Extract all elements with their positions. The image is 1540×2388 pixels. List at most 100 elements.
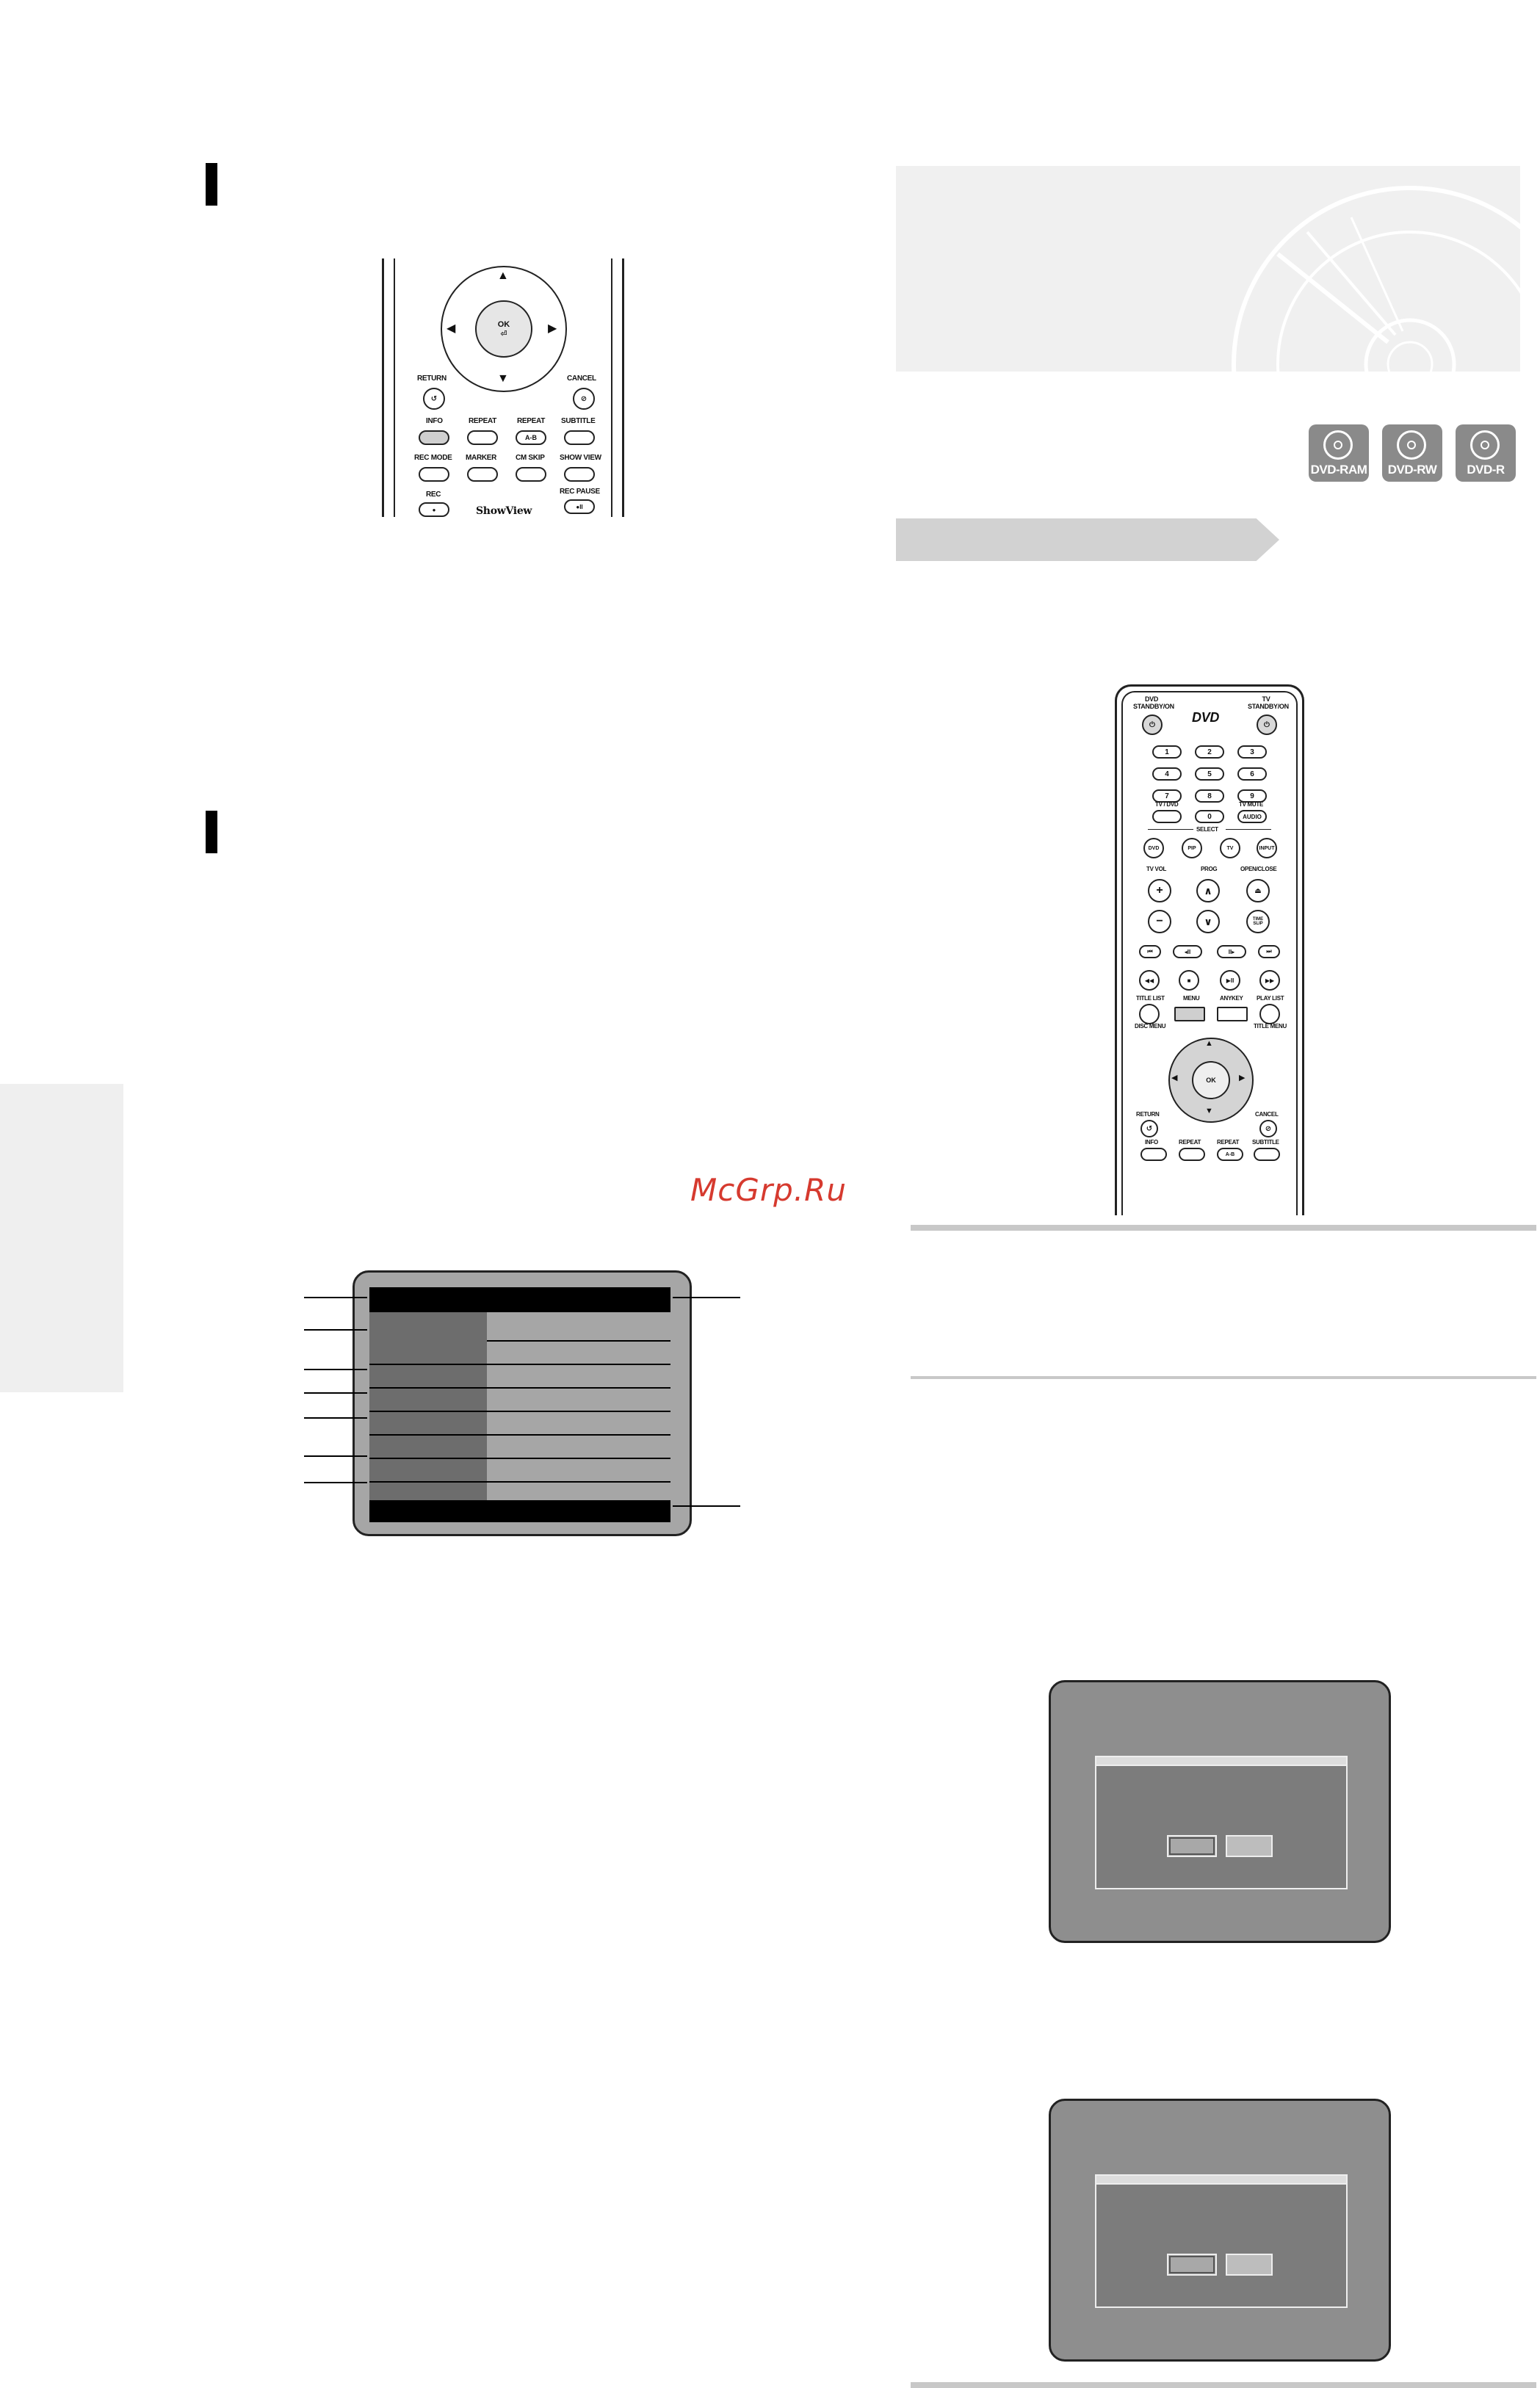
show-view-button[interactable]: [564, 467, 595, 482]
tv-screen-2: [1049, 2099, 1391, 2362]
audio-button[interactable]: AUDIO: [1237, 810, 1267, 823]
select-pip-button[interactable]: PIP: [1182, 838, 1202, 858]
digit-label: 5: [1207, 770, 1212, 778]
subtitle-button[interactable]: [564, 430, 595, 445]
tv-power-button[interactable]: ⏻: [1257, 714, 1277, 735]
return-button[interactable]: ↺: [423, 388, 445, 410]
digit-9-button[interactable]: 9: [1237, 789, 1267, 803]
callout-line: [304, 1369, 367, 1370]
rec-mode-button[interactable]: [419, 467, 449, 482]
rec-label: REC: [426, 491, 441, 499]
down-arrow-icon[interactable]: ▼: [1205, 1107, 1213, 1115]
disc-icon: [1323, 430, 1353, 460]
digit-label: 3: [1250, 748, 1254, 756]
cm-skip-button[interactable]: [516, 467, 546, 482]
step-back-button[interactable]: ◂II: [1173, 945, 1202, 958]
right-arrow-icon[interactable]: ▶: [1239, 1074, 1246, 1082]
repeat-ab-button[interactable]: A-B: [516, 430, 546, 445]
confirm-dialog: [1095, 1756, 1348, 1889]
marker-label: MARKER: [466, 454, 497, 462]
dialog-yes-button[interactable]: [1167, 2254, 1217, 2276]
rec-button[interactable]: ●: [419, 502, 449, 517]
repeat-ab-button[interactable]: A-B: [1217, 1148, 1243, 1161]
callout-line: [304, 1297, 367, 1298]
badge-label: DVD-RW: [1387, 463, 1437, 477]
digit-3-button[interactable]: 3: [1237, 745, 1267, 759]
time-slip-button[interactable]: TIME SLIP: [1246, 910, 1270, 933]
dialog-no-button[interactable]: [1226, 2254, 1273, 2276]
anykey-button[interactable]: [1217, 1007, 1248, 1021]
marker-button[interactable]: [467, 467, 498, 482]
play-pause-button[interactable]: ▶II: [1220, 970, 1240, 991]
subtitle-label: SUBTITLE: [561, 417, 596, 425]
menu-button[interactable]: [1174, 1007, 1205, 1021]
digit-2-button[interactable]: 2: [1195, 745, 1224, 759]
ab-label: A-B: [1225, 1151, 1235, 1157]
eject-button[interactable]: ⏏: [1246, 879, 1270, 902]
tv-standby-label: TV STANDBY/ON: [1248, 695, 1289, 710]
repeat-button[interactable]: [467, 430, 498, 445]
ok-button[interactable]: OK: [1192, 1061, 1230, 1099]
digit-5-button[interactable]: 5: [1195, 767, 1224, 781]
down-arrow-icon[interactable]: ▼: [497, 372, 509, 385]
cancel-button[interactable]: ⊘: [1259, 1120, 1277, 1137]
section-arrow-bar: [896, 518, 1279, 561]
header-band: [896, 166, 1520, 372]
select-input-button[interactable]: INPUT: [1257, 838, 1277, 858]
fast-forward-button[interactable]: ▶▶: [1259, 970, 1280, 991]
divider: [911, 1225, 1536, 1231]
digit-6-button[interactable]: 6: [1237, 767, 1267, 781]
title-list-button[interactable]: [1139, 1004, 1160, 1024]
prog-up-button[interactable]: ∧: [1196, 879, 1220, 902]
subtitle-button[interactable]: [1254, 1148, 1280, 1161]
up-arrow-icon[interactable]: ▲: [497, 269, 509, 282]
skip-fwd-button[interactable]: ⏭: [1258, 945, 1280, 958]
select-label: SELECT: [1196, 826, 1218, 833]
step-fwd-button[interactable]: II▸: [1217, 945, 1246, 958]
rec-pause-label: REC PAUSE: [560, 488, 600, 496]
vol-down-button[interactable]: −: [1148, 910, 1171, 933]
tv-screen-1: [1049, 1680, 1391, 1943]
play-list-label: PLAY LIST: [1257, 995, 1284, 1002]
digit-0-button[interactable]: 0: [1195, 810, 1224, 823]
callout-line: [673, 1297, 740, 1298]
prog-down-button[interactable]: ∨: [1196, 910, 1220, 933]
info-button[interactable]: [419, 430, 449, 445]
disc-icon: [1470, 430, 1500, 460]
vol-up-button[interactable]: +: [1148, 879, 1171, 902]
digit-8-button[interactable]: 8: [1195, 789, 1224, 803]
tv-dvd-button[interactable]: [1152, 810, 1182, 823]
return-button[interactable]: ↺: [1140, 1120, 1158, 1137]
badge-label: DVD-R: [1467, 463, 1505, 477]
right-arrow-icon[interactable]: ▶: [548, 322, 557, 335]
info-button[interactable]: [1140, 1148, 1167, 1161]
badge-label: DVD-RAM: [1310, 463, 1367, 477]
dvd-logo: DVD: [1192, 710, 1220, 725]
left-arrow-icon[interactable]: ◀: [1171, 1074, 1178, 1082]
rec-pause-button[interactable]: ●II: [564, 499, 595, 514]
rec-mode-label: REC MODE: [414, 454, 452, 462]
ok-label: OK: [497, 319, 510, 329]
left-arrow-icon[interactable]: ◀: [447, 322, 456, 335]
digit-label: 7: [1165, 792, 1169, 800]
digit-7-button[interactable]: 7: [1152, 789, 1182, 803]
anykey-label: ANYKEY: [1220, 995, 1243, 1002]
disc-icon: [1232, 186, 1520, 372]
callout-line: [673, 1505, 740, 1507]
ok-button[interactable]: OK⏎: [475, 300, 532, 358]
digit-1-button[interactable]: 1: [1152, 745, 1182, 759]
ok-label: OK: [1206, 1077, 1216, 1084]
select-dvd-button[interactable]: DVD: [1143, 838, 1164, 858]
skip-back-button[interactable]: ⏮: [1139, 945, 1161, 958]
dialog-yes-button[interactable]: [1167, 1835, 1217, 1857]
play-list-button[interactable]: [1259, 1004, 1280, 1024]
dvd-power-button[interactable]: ⏻: [1142, 714, 1163, 735]
cancel-button[interactable]: ⊘: [573, 388, 595, 410]
up-arrow-icon[interactable]: ▲: [1205, 1039, 1213, 1048]
repeat-button[interactable]: [1179, 1148, 1205, 1161]
rewind-button[interactable]: ◀◀: [1139, 970, 1160, 991]
stop-button[interactable]: ■: [1179, 970, 1199, 991]
select-tv-button[interactable]: TV: [1220, 838, 1240, 858]
dialog-no-button[interactable]: [1226, 1835, 1273, 1857]
digit-4-button[interactable]: 4: [1152, 767, 1182, 781]
